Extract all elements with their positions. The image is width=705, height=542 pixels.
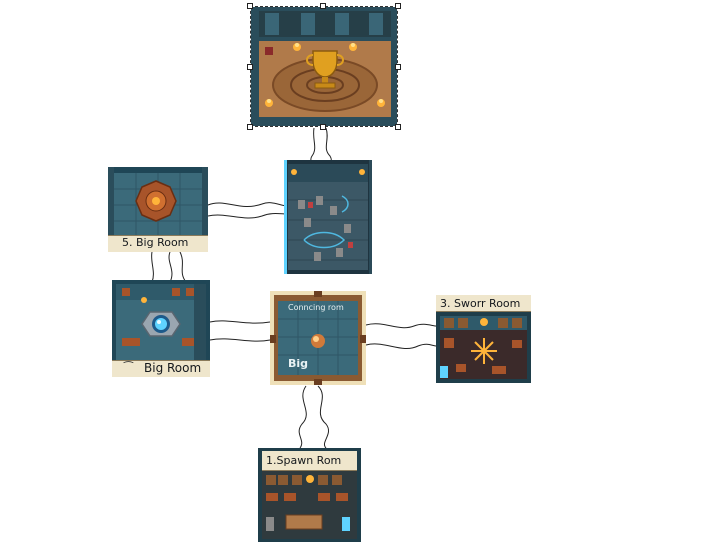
selection-handle[interactable] [247, 64, 253, 70]
connector-bigtop-bigleft [152, 252, 154, 282]
selection-handle[interactable] [395, 64, 401, 70]
monster-hall-art [284, 160, 372, 274]
connector-bigtop-monsters [208, 203, 288, 207]
connector-bigleft-connecting [210, 321, 270, 323]
connector-bigtop-bigleft-2 [169, 252, 172, 282]
big-room-left[interactable]: ⁀ Big Room [112, 280, 210, 377]
selection-handle[interactable] [247, 124, 253, 130]
monster-hall-room[interactable] [284, 160, 372, 274]
big-room-top[interactable]: 5. Big Room [108, 167, 208, 252]
selection-handle[interactable] [320, 124, 326, 130]
spawn-room-label: 1.Spawn Rom [266, 454, 341, 467]
spawn-room[interactable]: 1.Spawn Rom [258, 448, 361, 542]
sword-room-label: 3. Sworr Room [440, 297, 520, 310]
sword-room[interactable]: 3. Sworr Room [436, 295, 531, 383]
connector-bigtop-monsters-2 [208, 214, 288, 218]
selection-handle[interactable] [320, 3, 326, 9]
connector-connecting-sword-2 [366, 344, 436, 349]
connector-connecting-sword [366, 324, 436, 328]
ornate-seal-icon [136, 181, 176, 221]
spawn-room-floor [258, 471, 361, 542]
big-room-left-label: Big Room [144, 361, 201, 375]
selection-handle[interactable] [247, 3, 253, 9]
big-room-left-prefix: ⁀ [124, 361, 133, 374]
big-room-top-label: 5. Big Room [122, 236, 188, 249]
connector-connecting-spawn [299, 386, 306, 448]
connecting-room[interactable]: Conncing rom Big [270, 291, 366, 385]
sword-room-art [436, 312, 531, 383]
connector-bigleft-connecting-2 [210, 339, 270, 341]
connecting-room-sublabel: Big [288, 357, 308, 370]
selection-handle[interactable] [395, 3, 401, 9]
connector-connecting-spawn-2 [318, 386, 329, 448]
trophy-icon [251, 7, 398, 127]
selection-handle[interactable] [395, 124, 401, 130]
trophy-room[interactable] [250, 6, 398, 127]
orb-icon [152, 315, 170, 333]
connecting-room-label: Conncing rom [288, 303, 344, 312]
connector-bigtop-bigleft-3 [180, 252, 186, 282]
